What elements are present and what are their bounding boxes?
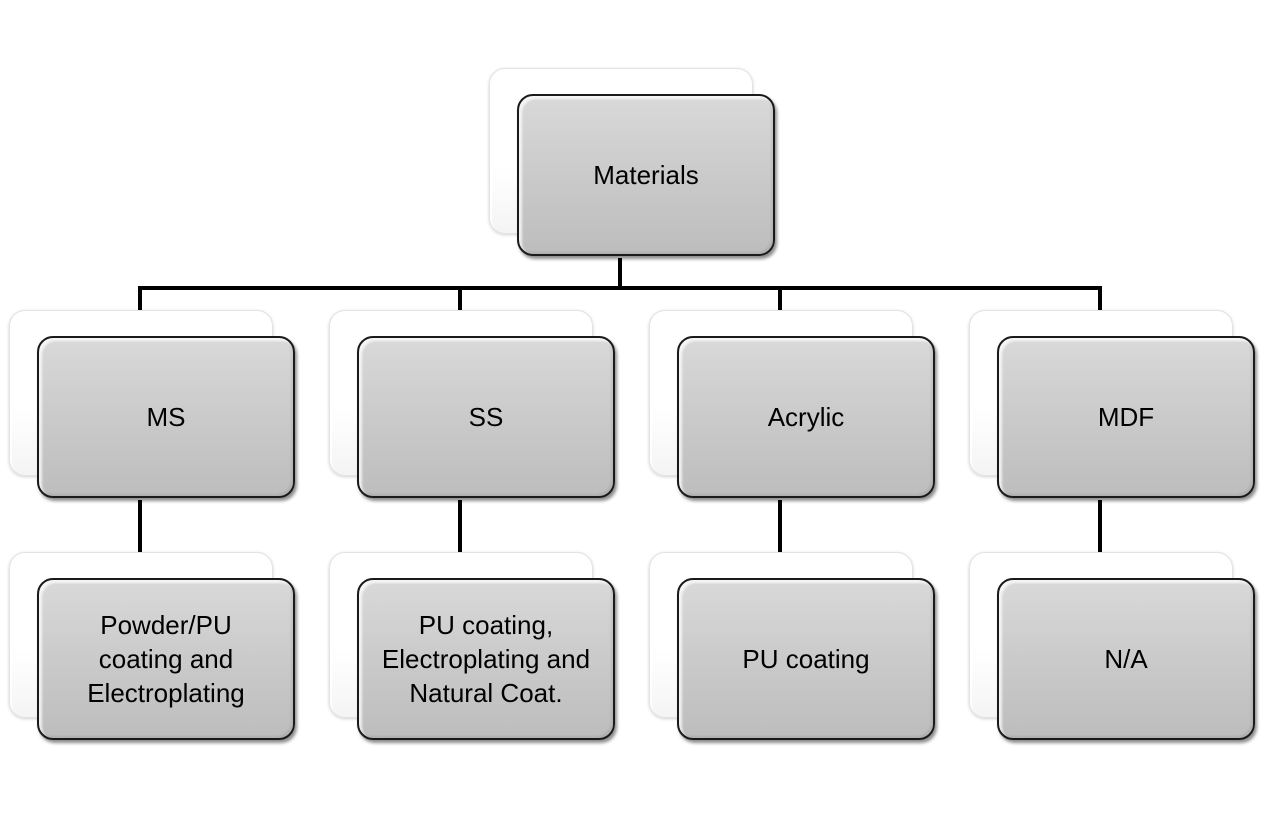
finish-node-box: PU coating, Electroplating and Natural C… — [357, 578, 615, 740]
finish-node-ss: PU coating, Electroplating and Natural C… — [329, 552, 615, 740]
material-label-ms: MS — [146, 402, 186, 432]
finish-node-mdf: N/A — [969, 552, 1255, 740]
material-label-ss: SS — [468, 402, 504, 432]
finish-node-box: PU coating — [677, 578, 935, 740]
root-node-box: Materials — [517, 94, 775, 256]
finish-node-box: Powder/PU coating and Electroplating — [37, 578, 295, 740]
material-label-mdf: MDF — [1097, 402, 1155, 432]
finish-node-ms: Powder/PU coating and Electroplating — [9, 552, 295, 740]
material-node-box: SS — [357, 336, 615, 498]
root-node-label: Materials — [593, 160, 699, 190]
material-node-box: MS — [37, 336, 295, 498]
finish-label-acrylic: PU coating — [742, 644, 870, 674]
finish-label-ms: Powder/PU coating and Electroplating — [87, 610, 245, 708]
material-node-box: MDF — [997, 336, 1255, 498]
material-node-ms: MS — [9, 310, 295, 498]
material-node-mdf: MDF — [969, 310, 1255, 498]
root-node-materials: Materials — [489, 68, 775, 256]
material-label-acrylic: Acrylic — [767, 402, 845, 432]
finish-label-mdf: N/A — [1104, 644, 1148, 674]
finish-label-ss: PU coating, Electroplating and Natural C… — [381, 610, 591, 708]
material-node-ss: SS — [329, 310, 615, 498]
finish-node-box: N/A — [997, 578, 1255, 740]
material-node-acrylic: Acrylic — [649, 310, 935, 498]
material-node-box: Acrylic — [677, 336, 935, 498]
finish-node-acrylic: PU coating — [649, 552, 935, 740]
